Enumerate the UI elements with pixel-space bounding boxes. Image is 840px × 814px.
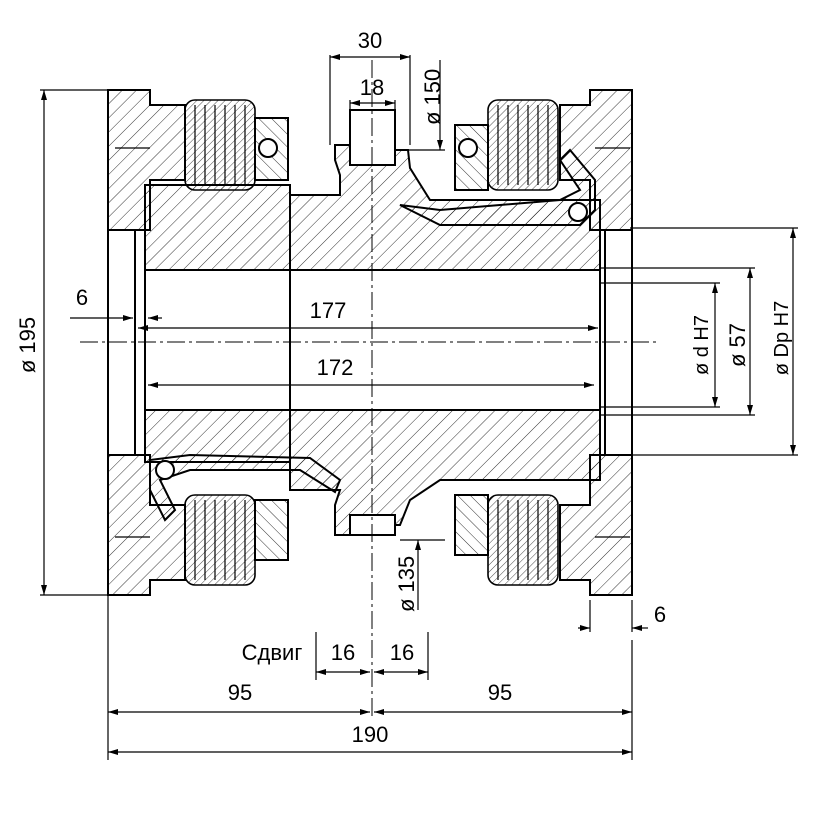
right-flange-bottom xyxy=(454,494,489,556)
dim-d57-label: ø 57 xyxy=(725,323,750,367)
dim-d195: ø 195 xyxy=(15,89,108,596)
dim-172: 172 xyxy=(148,355,594,388)
dim-6-left-label: 6 xyxy=(76,285,88,310)
shift-label: Сдвиг xyxy=(242,640,303,665)
dim-30-label: 30 xyxy=(358,28,382,53)
dim-95-right-label: 95 xyxy=(488,680,512,705)
dim-6-right: 6 xyxy=(578,600,666,632)
dim-d150-label: ø 150 xyxy=(420,69,445,125)
pin-top-right xyxy=(458,138,478,158)
shift-right-label: 16 xyxy=(390,640,414,665)
right-flange-top xyxy=(454,124,489,191)
dim-d195-label: ø 195 xyxy=(15,317,40,373)
dim-6-right-label: 6 xyxy=(654,602,666,627)
dim-6-left: 6 xyxy=(70,285,162,321)
dim-d135: ø 135 xyxy=(394,539,445,612)
dim-d57: ø 57 xyxy=(600,267,755,416)
pin-top-left xyxy=(258,138,278,158)
dim-d150: ø 150 xyxy=(400,60,445,151)
dim-177: 177 xyxy=(138,298,598,331)
pawl-pin-bottom-left xyxy=(155,460,175,480)
dim-172-label: 172 xyxy=(317,355,354,380)
left-spring-top xyxy=(184,99,256,191)
dim-177-label: 177 xyxy=(310,298,347,323)
dim-dH7-label: ø d H7 xyxy=(691,315,713,375)
left-hub xyxy=(144,184,291,463)
shift-left-label: 16 xyxy=(331,640,355,665)
dim-DpH7: ø Dp H7 xyxy=(630,227,798,456)
dim-95-left-label: 95 xyxy=(228,680,252,705)
dim-30: 30 xyxy=(329,28,411,145)
dim-DpH7-label: ø Dp H7 xyxy=(771,301,793,375)
dim-190: 190 xyxy=(108,722,632,755)
dim-18: 18 xyxy=(349,75,396,112)
dim-95: 95 95 xyxy=(107,595,633,760)
pawl-pin-top-right xyxy=(568,202,588,222)
right-spring-top xyxy=(487,99,559,191)
dim-shift: Сдвиг 16 16 xyxy=(242,632,429,680)
dim-d135-label: ø 135 xyxy=(394,556,419,612)
left-spring-bottom xyxy=(184,494,256,586)
dim-18-label: 18 xyxy=(360,75,384,100)
right-spring-bottom xyxy=(487,494,559,586)
dim-190-label: 190 xyxy=(352,722,389,747)
dim-dH7: ø d H7 xyxy=(600,282,720,408)
left-flange-bottom xyxy=(254,499,289,561)
